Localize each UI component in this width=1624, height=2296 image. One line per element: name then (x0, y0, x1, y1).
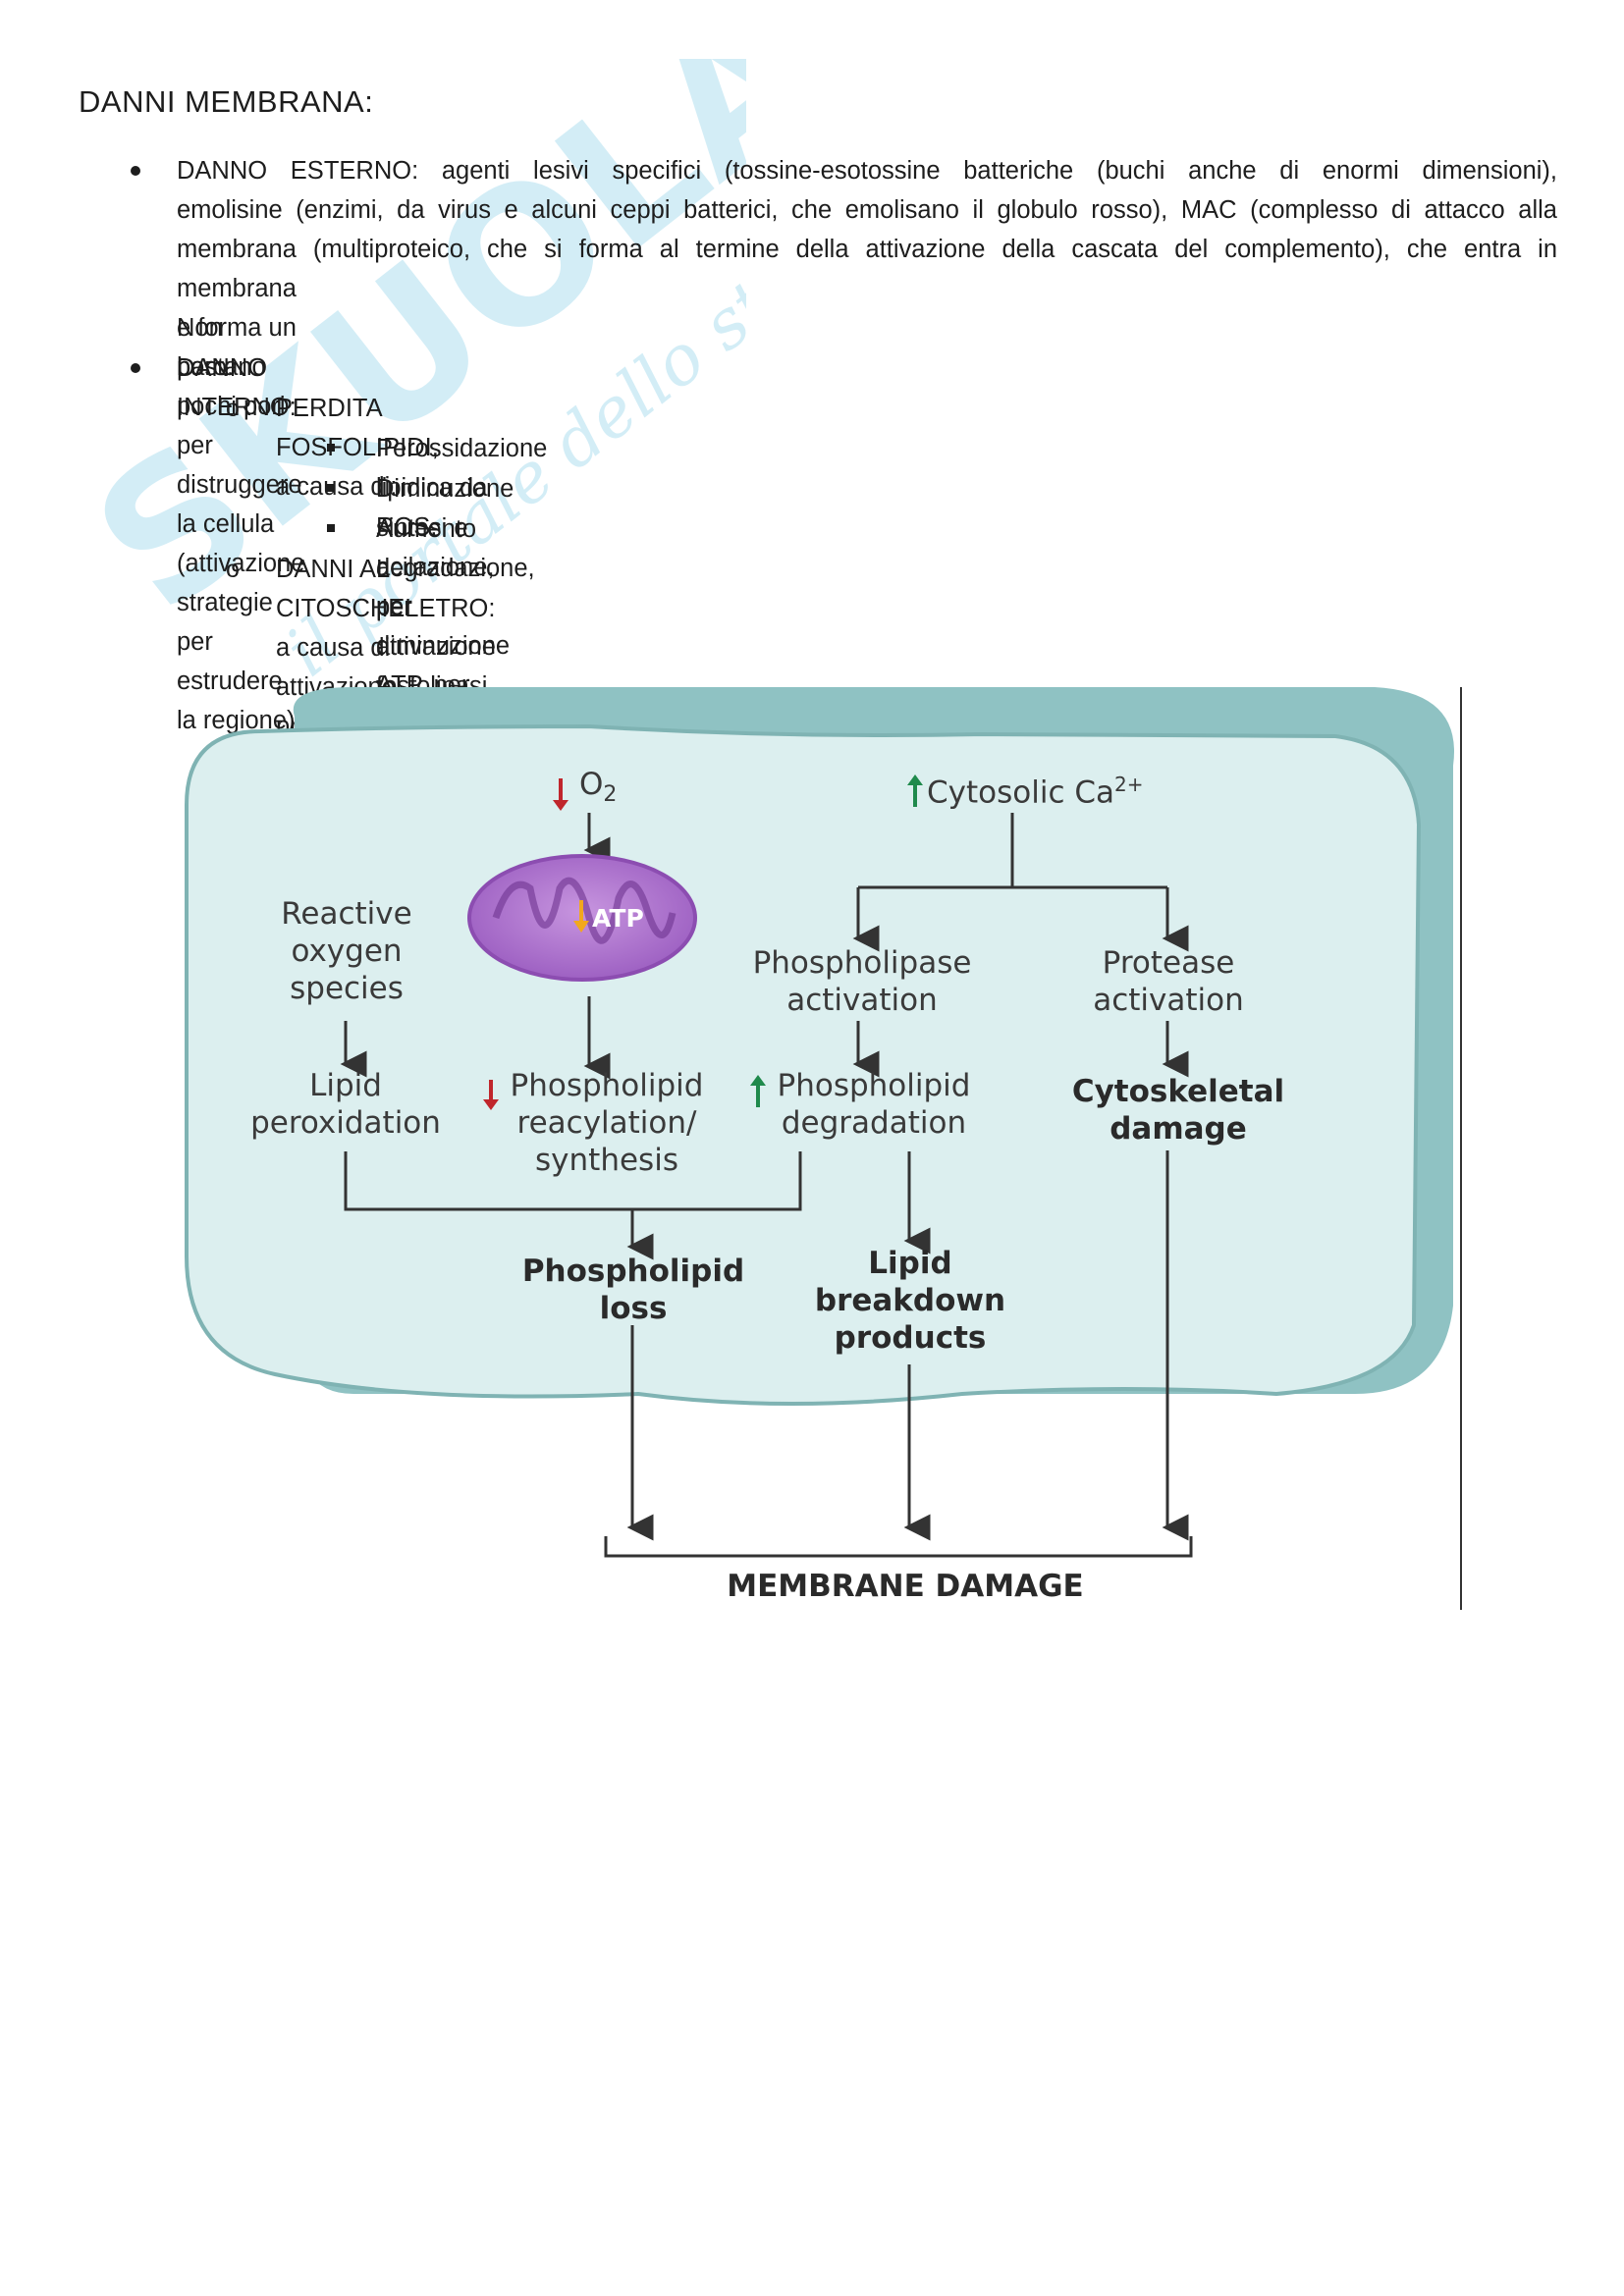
convergence-bracket (344, 1151, 802, 1211)
membrane-damage-label: MEMBRANE DAMAGE (727, 1569, 1084, 1604)
reacylation-decrease-arrow (483, 1080, 499, 1110)
atp-decrease-arrow (573, 900, 589, 933)
bullet-square-2 (327, 484, 335, 492)
external-line-1: DANNO ESTERNO: agenti lesivi specifici (… (177, 157, 1557, 185)
external-line-4: membrana e forma un poro. (177, 275, 297, 381)
bullet-internal (131, 363, 140, 373)
cause-1: Perossidazione lipidica da ROS. (376, 435, 548, 541)
atp-label: ATP (592, 904, 644, 933)
diagram-graphics (185, 687, 1454, 1558)
o2-label: O2 (579, 767, 618, 808)
bullet-square-1 (327, 444, 335, 452)
external-line-3: membrana (multiproteico, che si forma al… (177, 236, 1557, 263)
o2-decrease-arrow (553, 778, 568, 811)
degradation-increase-arrow (750, 1075, 766, 1107)
calcium-label: Cytosolic Ca2+ (927, 773, 1144, 811)
bullet-o-phospholipid: o (226, 395, 240, 422)
bullet-o-cytoskeleton: o (226, 556, 240, 583)
phospholipid-loss-label: PERDITA FOSFOLIPIDI, a causa di: (276, 395, 439, 501)
watermark-logo: SKUOLA il portale dello studente (57, 59, 746, 692)
internal-label: DANNO INTERNO: (177, 354, 297, 421)
cell-body (185, 723, 1422, 1406)
page-title: DANNI MEMBRANA: (79, 84, 374, 119)
bullet-square-3 (327, 524, 335, 532)
bullet-external (131, 166, 140, 176)
calcium-increase-arrow (907, 774, 923, 807)
membrane-damage-bracket (604, 1536, 1193, 1558)
external-line-2: emolisine (enzimi, da virus e alcuni cep… (177, 196, 1557, 224)
figure-right-edge (1460, 687, 1462, 1610)
